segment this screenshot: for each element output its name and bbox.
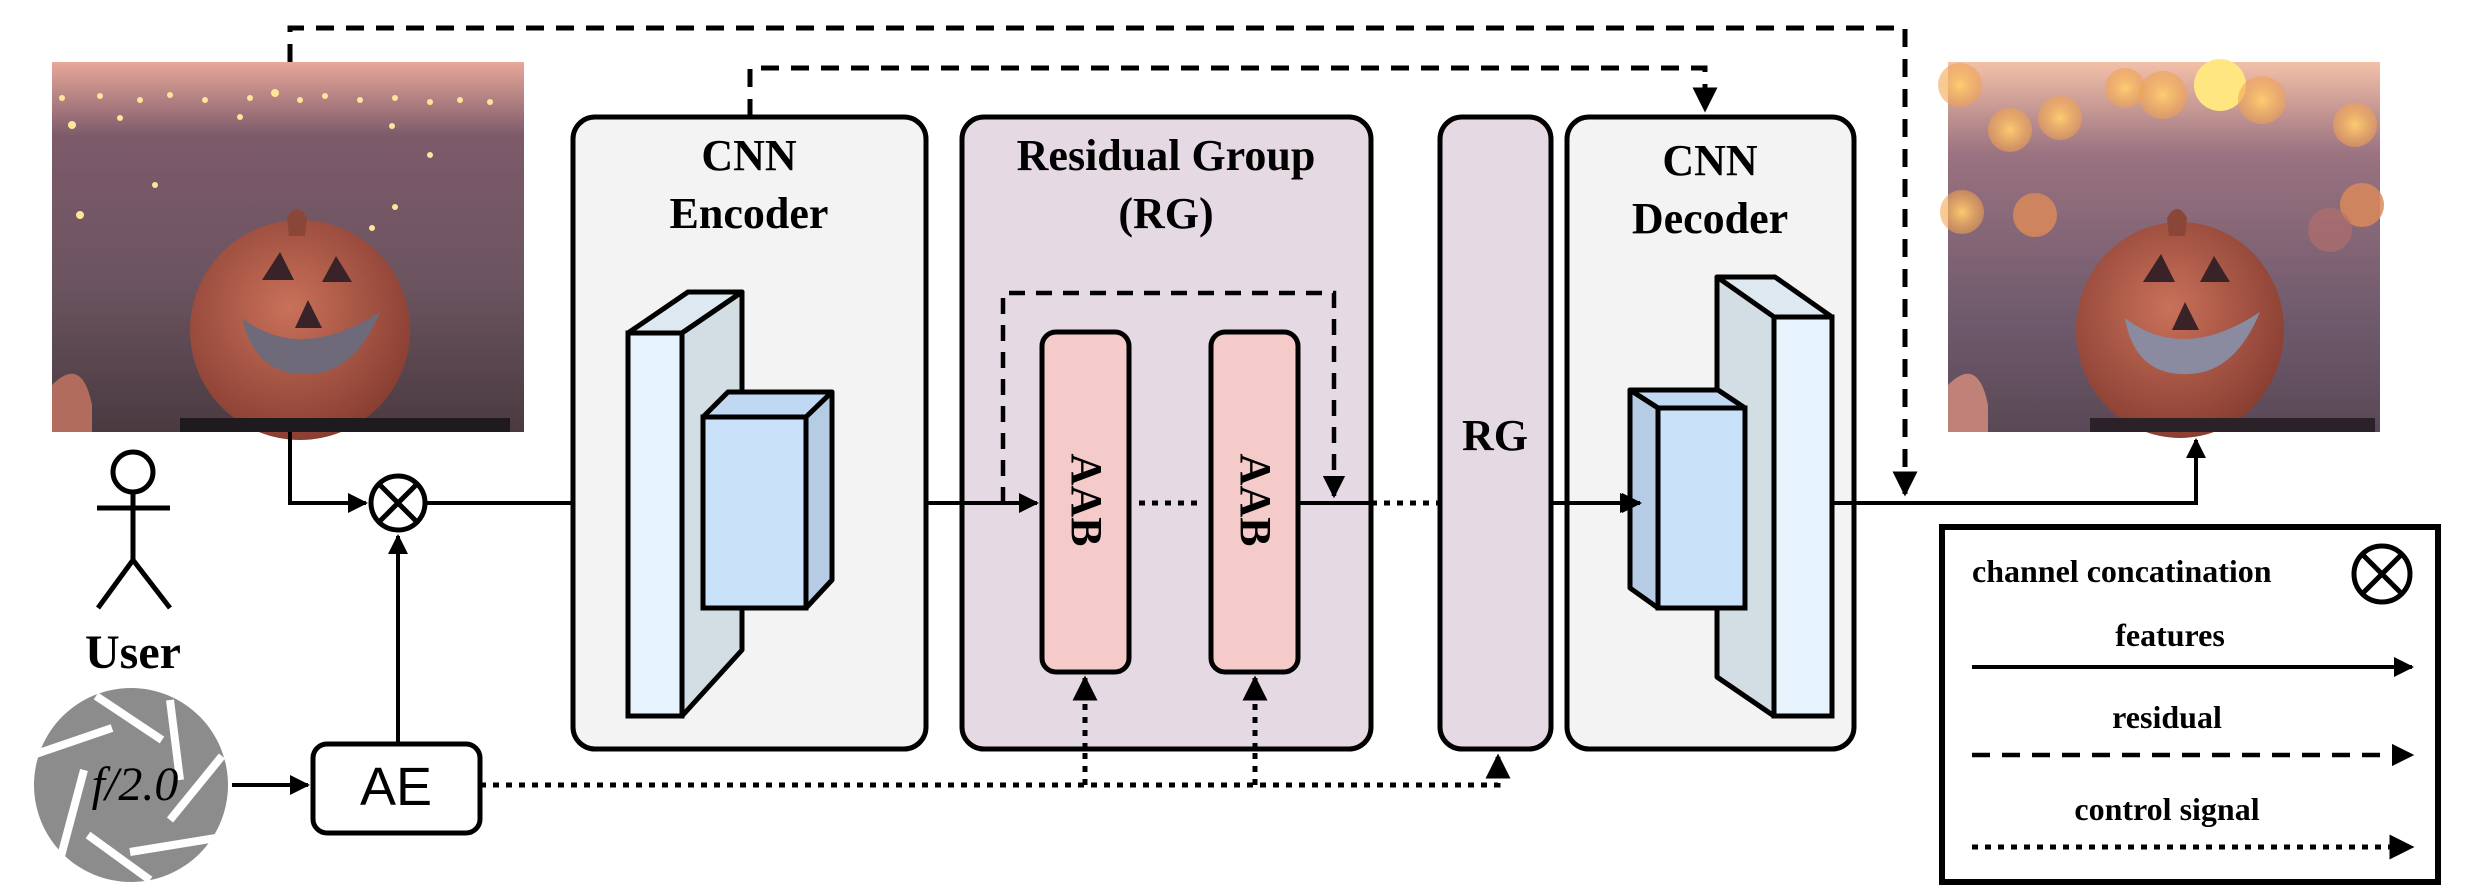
cnn-decoder: CNN Decoder [1551, 114, 1857, 752]
aab-block-1: AAB [1039, 329, 1132, 675]
city-lights [59, 89, 493, 231]
rg-block: RG [1437, 114, 1554, 752]
aperture-icon: f/2.0 [34, 688, 228, 884]
control-signal-line [480, 753, 1511, 788]
aab-block-2: AAB [1208, 329, 1301, 675]
channel-concat-symbol [368, 473, 428, 533]
skip-residual-connection [747, 65, 1718, 117]
aab-label-1: AAB [1062, 454, 1111, 547]
aperture-value: f/2.0 [92, 758, 179, 811]
ae-label: AE [360, 757, 432, 817]
legend-label-residual: residual [2112, 699, 2222, 735]
legend-label-features: features [2115, 617, 2225, 653]
bokeh-lights [1938, 59, 2384, 252]
pumpkin [190, 220, 410, 440]
legend-label-control: control signal [2074, 791, 2259, 827]
encoder-title-line2: Encoder [670, 189, 829, 238]
cnn-encoder: CNN Encoder [570, 114, 929, 752]
input-to-concat-arrow [288, 432, 368, 513]
decoder-title-line1: CNN [1662, 136, 1758, 185]
output-image [1938, 59, 2384, 438]
input-image [52, 62, 524, 440]
legend-concat-symbol [2351, 543, 2413, 605]
decoder-title-line2: Decoder [1632, 194, 1788, 243]
stick-figure-icon [95, 449, 172, 610]
legend: channel concatination features residual … [1939, 524, 2441, 885]
rg-title-line1: Residual Group [1017, 131, 1316, 180]
encoder-small-tensor [700, 389, 835, 611]
rg-title-line2: (RG) [1118, 189, 1213, 238]
user-label: User [85, 626, 181, 679]
legend-label-concat: channel concatination [1972, 553, 2272, 589]
decoder-small-tensor [1627, 387, 1748, 611]
decoder-to-output-arrow [1832, 438, 2206, 505]
residual-group: Residual Group (RG) AAB AAB [926, 114, 1374, 752]
aab-label-2: AAB [1231, 454, 1280, 547]
ae-block: AE [310, 741, 483, 836]
rg-block-label: RG [1462, 411, 1528, 460]
encoder-title-line1: CNN [701, 131, 797, 180]
outer-residual-connection [287, 25, 1918, 497]
